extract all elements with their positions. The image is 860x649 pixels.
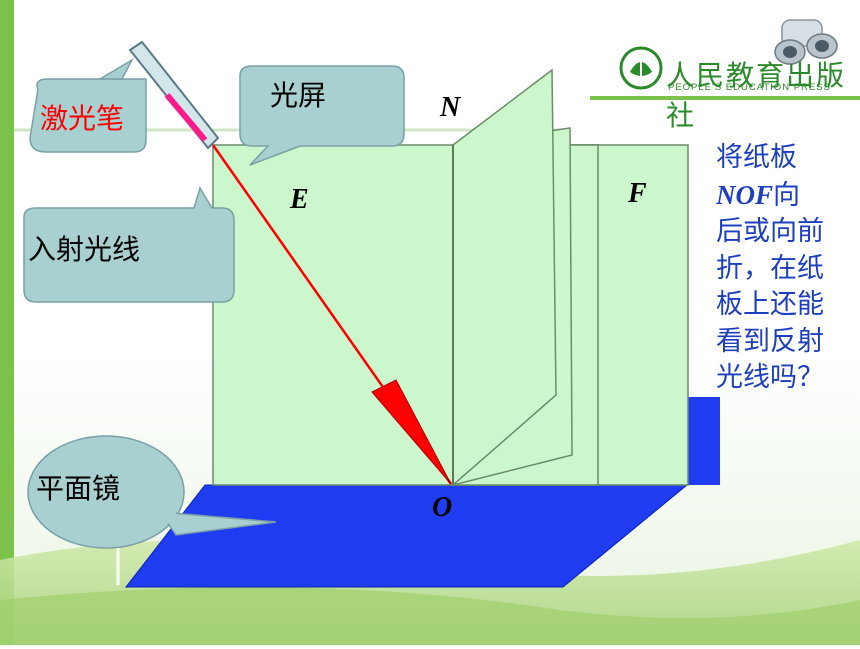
ray-arrowhead bbox=[371, 379, 452, 485]
left-stripe bbox=[0, 0, 14, 645]
incident-ray-label: 入射光线 bbox=[28, 233, 141, 266]
laser-marker bbox=[164, 93, 208, 142]
side-question-part2: 向后或向前折，在纸板上还能看到反射光线吗？ bbox=[716, 179, 824, 394]
light-screen-label: 光屏 bbox=[270, 79, 327, 112]
laser-pen bbox=[128, 40, 220, 150]
publisher-name-en: PEOPLE'S EDUCATION PRESS bbox=[668, 82, 831, 93]
side-question: 将纸板 NOF向后或向前折，在纸板上还能看到反射光线吗？ bbox=[716, 140, 826, 397]
callout-light-screen bbox=[239, 65, 405, 166]
laser-pen-label: 激光笔 bbox=[40, 102, 125, 135]
side-question-italic: NOF bbox=[716, 179, 774, 210]
point-o-label: O bbox=[432, 492, 453, 523]
point-n-label: N bbox=[440, 92, 461, 123]
binoculars-icon bbox=[774, 19, 838, 65]
publisher-logo bbox=[619, 46, 663, 90]
callout-laser-pen bbox=[29, 78, 147, 153]
callout-plane-mirror-fill bbox=[30, 438, 182, 546]
publisher-name-cn: 人民教育出版社 bbox=[666, 59, 847, 132]
point-e-label: E bbox=[290, 184, 309, 215]
callout-incident-ray bbox=[23, 186, 235, 303]
side-question-part1: 将纸板 bbox=[716, 142, 797, 173]
point-f-label: F bbox=[628, 178, 647, 209]
mirror-edge bbox=[687, 397, 720, 485]
callout-pointer bbox=[97, 57, 134, 80]
callout-pointer bbox=[158, 511, 277, 536]
plane-mirror-label: 平面镜 bbox=[36, 472, 121, 505]
header-rule bbox=[590, 96, 860, 100]
header-band bbox=[14, 0, 860, 100]
grass-hill-front bbox=[0, 587, 860, 645]
